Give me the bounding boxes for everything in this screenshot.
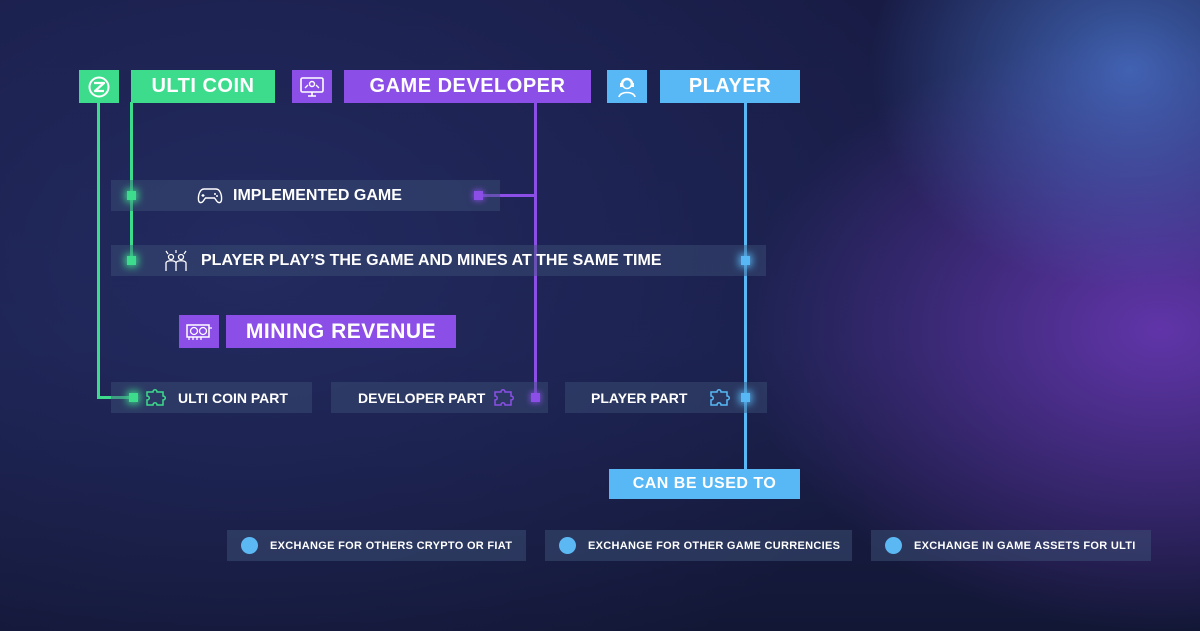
can-be-used-to-label: CAN BE USED TO xyxy=(632,475,777,492)
player-header-label: PLAYER xyxy=(688,75,772,97)
developer-monitor-icon xyxy=(300,76,324,97)
developer-part-label: DEVELOPER PART xyxy=(358,389,486,406)
bullet-dot xyxy=(559,537,576,554)
puzzle-piece-icon xyxy=(494,388,515,406)
mining-icon-box xyxy=(179,315,219,348)
use-option-game-currencies: EXCHANGE FOR OTHER GAME CURRENCIES xyxy=(545,530,852,561)
ulti-coin-header-label: ULTI COIN xyxy=(151,75,255,97)
ulti-coin-part-bar: ULTI COIN PART xyxy=(111,382,312,413)
puzzle-piece-icon xyxy=(146,388,166,406)
ulti-logo-icon xyxy=(88,76,110,97)
node-player-plays xyxy=(741,256,750,265)
node-developer-implemented xyxy=(474,191,483,200)
node-ulti-coin-part xyxy=(129,393,138,402)
implemented-game-bar: IMPLEMENTED GAME xyxy=(111,180,500,211)
ulti-logo-box xyxy=(79,70,119,103)
mining-revenue-header: MINING REVENUE xyxy=(226,315,456,348)
mining-gpu-icon xyxy=(186,323,212,340)
developer-connector xyxy=(534,102,537,398)
ulti-coin-header: ULTI COIN xyxy=(131,70,275,103)
bullet-dot xyxy=(885,537,902,554)
use-option-label: EXCHANGE FOR OTHERS CRYPTO OR FIAT xyxy=(270,539,513,552)
players-cheering-icon xyxy=(165,249,187,271)
ulti-coin-part-connector xyxy=(97,396,135,399)
implemented-game-label: IMPLEMENTED GAME xyxy=(233,186,402,204)
node-player-part xyxy=(741,393,750,402)
player-header: PLAYER xyxy=(660,70,800,103)
use-option-game-assets: EXCHANGE IN GAME ASSETS FOR ULTI xyxy=(871,530,1151,561)
player-plays-bar: PLAYER PLAY’S THE GAME AND MINES AT THE … xyxy=(111,245,766,276)
use-option-label: EXCHANGE FOR OTHER GAME CURRENCIES xyxy=(588,539,841,552)
gamepad-icon xyxy=(197,187,223,203)
mining-revenue-label: MINING REVENUE xyxy=(245,319,437,343)
node-developer-part xyxy=(531,393,540,402)
ulti-logo-connector xyxy=(97,102,100,398)
can-be-used-to-header: CAN BE USED TO xyxy=(609,469,800,499)
player-headset-icon xyxy=(618,77,636,97)
ulti-coin-part-label: ULTI COIN PART xyxy=(178,389,288,406)
ulti-coin-connector xyxy=(130,102,133,262)
puzzle-piece-icon xyxy=(710,388,731,406)
player-icon-box xyxy=(607,70,647,103)
implemented-game-connector xyxy=(480,194,536,197)
node-ulti-implemented xyxy=(127,191,136,200)
node-ulti-player-plays xyxy=(127,256,136,265)
developer-part-bar: DEVELOPER PART xyxy=(331,382,548,413)
player-part-label: PLAYER PART xyxy=(591,389,688,406)
developer-icon-box xyxy=(292,70,332,103)
player-part-bar: PLAYER PART xyxy=(565,382,767,413)
game-developer-header-label: GAME DEVELOPER xyxy=(369,75,566,97)
use-option-label: EXCHANGE IN GAME ASSETS FOR ULTI xyxy=(914,539,1136,552)
use-option-crypto-fiat: EXCHANGE FOR OTHERS CRYPTO OR FIAT xyxy=(227,530,526,561)
bullet-dot xyxy=(241,537,258,554)
game-developer-header: GAME DEVELOPER xyxy=(344,70,591,103)
player-connector xyxy=(744,102,747,470)
player-plays-label: PLAYER PLAY’S THE GAME AND MINES AT THE … xyxy=(201,251,662,269)
